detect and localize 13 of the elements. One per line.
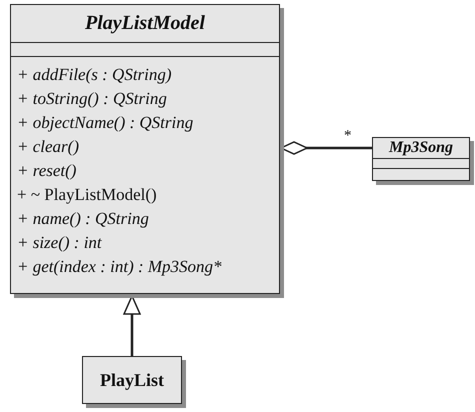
method-signature: + objectName() : QString — [17, 112, 194, 134]
class-name: PlayListModel — [84, 11, 206, 36]
method-signature: + toString() : QString — [17, 88, 167, 110]
class-name: PlayList — [98, 370, 165, 390]
class-name: Mp3Song — [388, 138, 454, 158]
method-signature: + size() : int — [17, 232, 102, 254]
method-signature: + ~ PlayListModel() — [17, 184, 157, 206]
method-signature: + clear() — [17, 136, 79, 158]
method-signature: + name() : QString — [17, 208, 149, 230]
method-signature: + addFile(s : QString) — [17, 64, 172, 86]
method-signature: + reset() — [17, 160, 76, 182]
generalization-arrow — [123, 295, 141, 356]
method-signature: + get(index : int) : Mp3Song* — [17, 256, 222, 278]
